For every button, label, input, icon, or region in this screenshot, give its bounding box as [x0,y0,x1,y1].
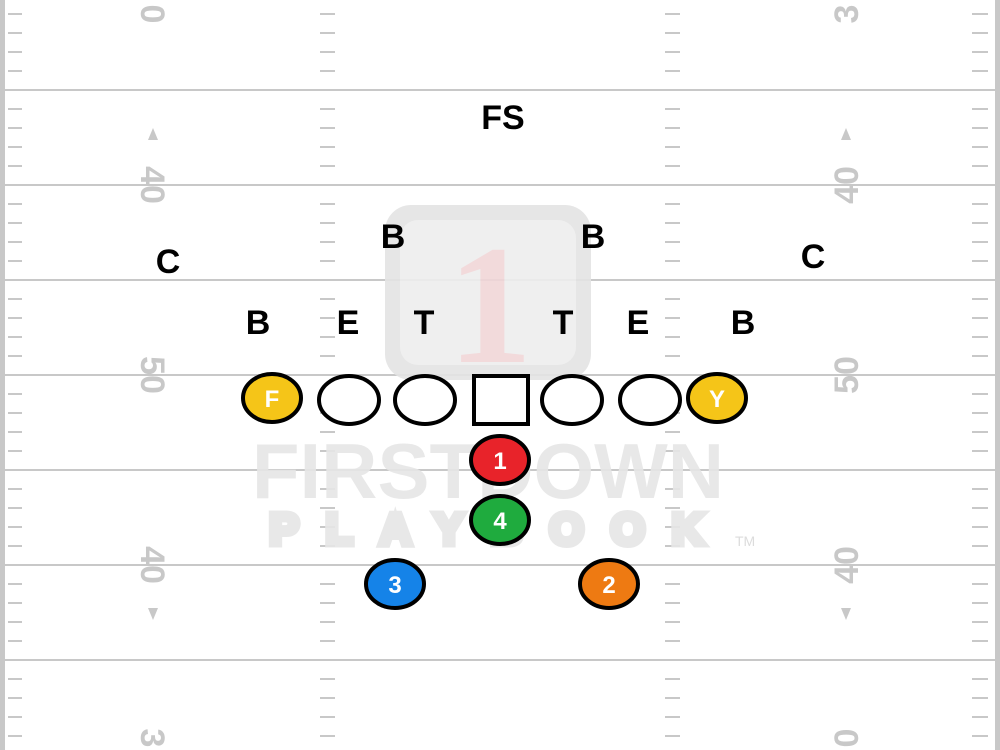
player-1: 1 [469,434,531,486]
def-free-safety: FS [481,99,524,137]
player-f-label: F [265,386,280,413]
lineman-right-guard [540,374,604,426]
player-4: 4 [469,494,531,546]
right-sideline [995,0,1000,750]
player-y-marker [686,372,748,424]
lineman-right-tackle [618,374,682,426]
def-end-left: E [337,304,360,342]
player-4-marker [469,494,531,546]
yard-number-right-3: 40 [828,546,866,584]
yard-number-left-1: 40 [133,166,171,204]
yard-arrow-left-3 [148,608,158,620]
player-1-marker [469,434,531,486]
yard-number-left-0: 0 [133,5,171,24]
yard-arrow-left-1 [148,128,158,140]
def-backer-left: B [381,218,406,256]
yard-number-right-4: 0 [828,729,866,748]
left-sideline [0,0,5,750]
def-tackle-left: T [414,304,435,342]
def-backer-right: B [581,218,606,256]
player-f: F [241,372,303,424]
offense-skill-players: F Y 1 4 3 2 [241,372,748,610]
watermark-numeral: 1 [448,211,533,399]
player-y: Y [686,372,748,424]
lineman-left-tackle [317,374,381,426]
yard-arrow-right-1 [841,128,851,140]
yard-number-left-4: 3 [133,729,171,748]
yard-number-right-0: 3 [828,5,866,24]
def-tackle-right: T [553,304,574,342]
offensive-line [317,374,682,426]
player-2: 2 [578,558,640,610]
player-3: 3 [364,558,426,610]
player-2-label: 2 [602,572,615,599]
lineman-left-guard [393,374,457,426]
player-3-marker [364,558,426,610]
player-3-label: 3 [388,572,401,599]
player-f-marker [241,372,303,424]
def-backer-outside-left: B [246,304,271,342]
def-corner-left: C [156,243,181,281]
hash-marks [8,13,988,737]
yard-number-right-2: 50 [828,356,866,394]
yard-number-left-2: 50 [133,356,171,394]
yard-numbers-left: 0 40 50 40 3 [133,5,171,748]
player-y-label: Y [709,386,725,413]
def-end-right: E [627,304,650,342]
player-4-label: 4 [493,508,507,535]
lineman-center [472,374,530,426]
player-2-marker [578,558,640,610]
player-1-label: 1 [493,448,506,475]
defense: FS B B C C B E T T E B [156,99,826,342]
def-backer-outside-right: B [731,304,756,342]
yard-arrow-right-3 [841,608,851,620]
yard-number-right-1: 40 [828,166,866,204]
def-corner-right: C [801,238,826,276]
yard-numbers-right: 3 40 50 40 0 [828,5,866,748]
yard-number-left-3: 40 [133,546,171,584]
watermark-trademark: TM [735,533,755,549]
watermark-badge-inner [400,220,576,365]
